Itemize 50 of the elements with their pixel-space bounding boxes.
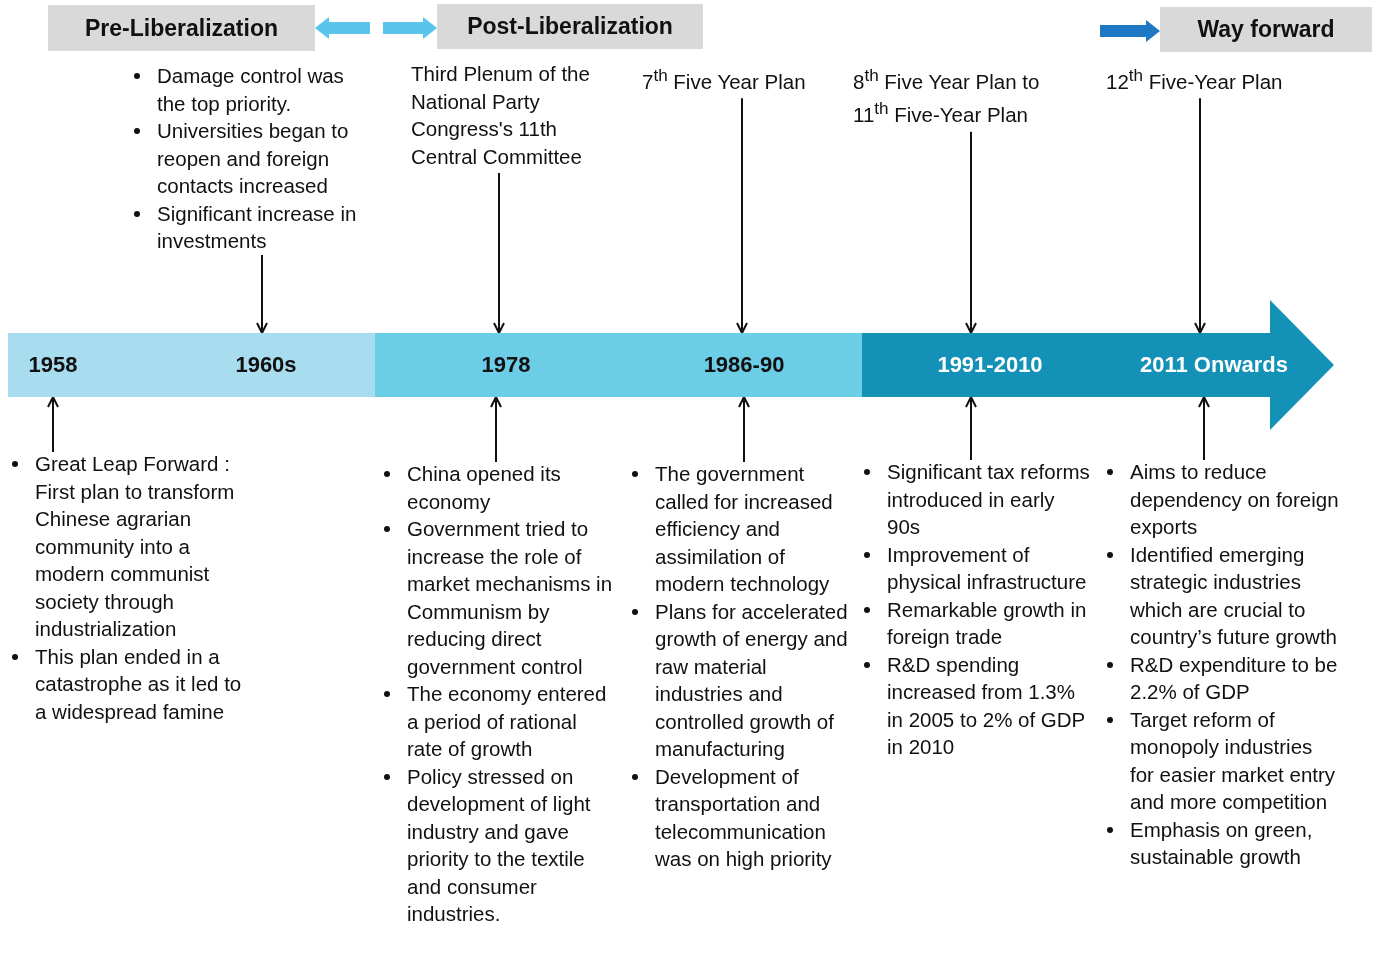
- year-label: 1958: [28, 333, 78, 397]
- bullet-text: Emphasis on green, sustainable growth: [1130, 817, 1313, 868]
- arrow: [738, 396, 750, 463]
- bullet-text: Great Leap Forward : First plan to transform Chinese agrarian community into a modern communist society through industrialization: [35, 452, 235, 640]
- arrow: [256, 254, 268, 334]
- bullet-text: Significant increase in investments: [157, 201, 357, 252]
- year-label: 1978: [481, 333, 531, 397]
- bullet-text: Improvement of physical infrastructure: [887, 542, 1087, 593]
- bullet-text: Universities began to reopen and foreign contacts increased: [157, 119, 349, 197]
- bullet-text: Plans for accelerated growth of energy and raw material industries and controlled growth of manufacturing: [655, 599, 848, 760]
- bullet-text: R&D expenditure to be 2.2% of GDP: [1130, 652, 1338, 703]
- arrow: [1194, 97, 1206, 334]
- arrow: [1198, 396, 1210, 461]
- bullet-text: Damage control was the top priority.: [157, 64, 344, 115]
- year-label: 1986-90: [703, 333, 785, 397]
- bullet-text: This plan ended in a catastrophe as it led to a widespread famine: [35, 644, 242, 723]
- bullet-text: The government called for increased efficiency and assimilation of modern technology: [655, 462, 833, 595]
- bullet-text: Target reform of monopoly industries for easier market entry and more competition: [1130, 707, 1336, 813]
- bullet-text: China opened its economy: [407, 462, 561, 513]
- section-header: Pre-Liberalization: [48, 5, 315, 51]
- arrow: [736, 97, 748, 334]
- bullet-text: Significant tax reforms introduced in early 90s: [887, 460, 1090, 538]
- arrow: [965, 396, 977, 461]
- arrow: [493, 172, 505, 334]
- bullet-text: Remarkable growth in foreign trade: [887, 597, 1087, 648]
- plan-label: 12$^{th}$ Five-Year Plan: [1106, 65, 1284, 95]
- bullet-text: The economy entered a period of rational rate of growth: [407, 682, 607, 760]
- arrow: [490, 396, 502, 463]
- section-header: Post-Liberalization: [437, 4, 703, 49]
- timeline-arrow: [862, 300, 1335, 430]
- timeline-band: [8, 333, 375, 397]
- block-arrow: [383, 17, 437, 39]
- bullet-text: Aims to reduce dependency on foreign exports: [1130, 460, 1339, 538]
- bullet-text: Government tried to increase the role of market mechanisms in Communism by reducing direct government control: [407, 517, 613, 678]
- block-arrow: [1100, 20, 1160, 42]
- block-arrow: [315, 17, 370, 39]
- year-label: 1991-2010: [937, 333, 1043, 397]
- timeline-band: [375, 333, 862, 397]
- arrow: [47, 396, 59, 453]
- bullet-text: R&D spending increased from 1.3% in 2005 to 2% of GDP in 2010: [887, 652, 1085, 758]
- plan-label: 7$^{th}$ Five Year Plan: [642, 65, 807, 95]
- bullet-text: Development of transportation and telecommunication was on high priority: [655, 764, 832, 870]
- year-label: 2011 Onwards: [1140, 333, 1288, 397]
- plan-label: 8$^{th}$ Five Year Plan to 11$^{th}$ Five-Year Plan: [853, 65, 1041, 129]
- year-label: 1960s: [235, 333, 297, 397]
- section-header: Way forward: [1160, 7, 1372, 52]
- bullet-text: Identified emerging strategic industries which are crucial to country’s future growth: [1130, 542, 1337, 648]
- bullet-text: Policy stressed on development of light industry and gave priority to the textile and consumer industries.: [407, 764, 591, 925]
- arrow: [965, 130, 977, 334]
- plan-label: Third Plenum of the National Party Congress's 11th Central Committee: [411, 61, 591, 170]
